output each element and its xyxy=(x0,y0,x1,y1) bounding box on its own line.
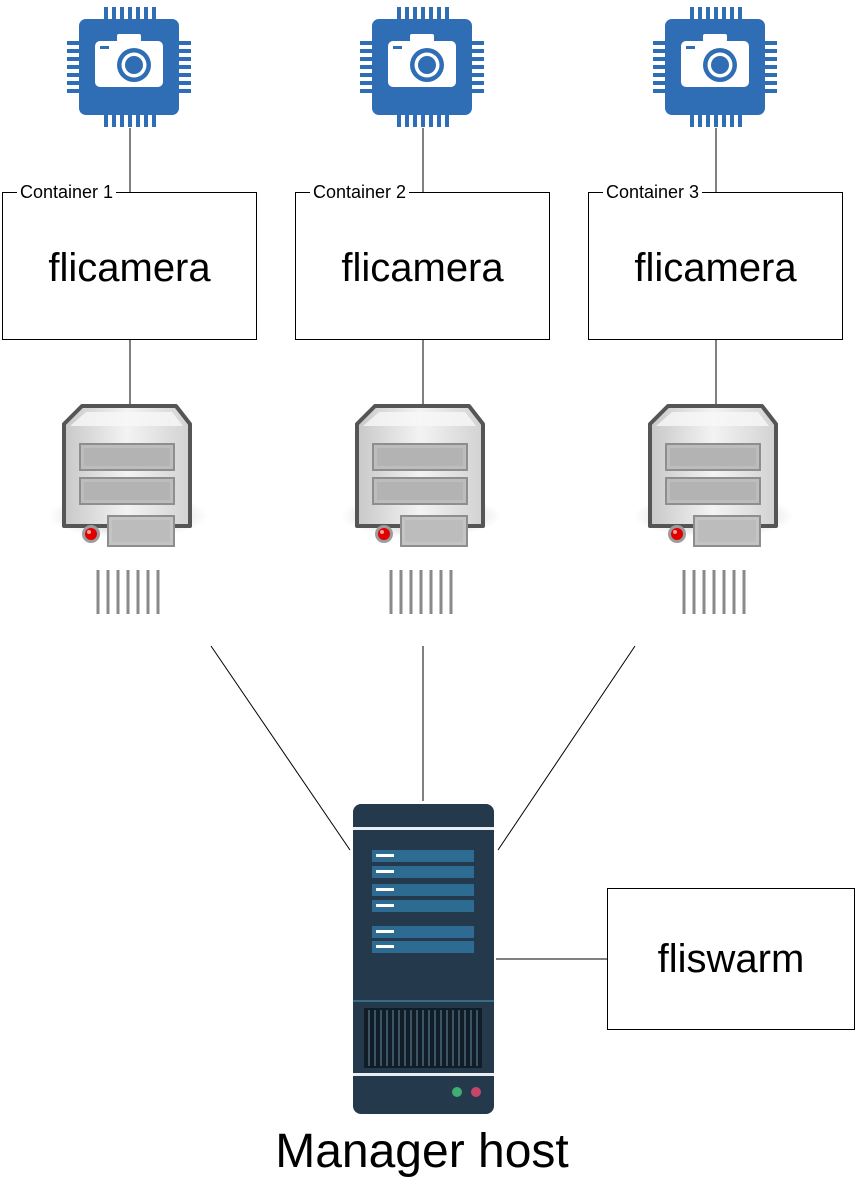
container-tag: Container 2 xyxy=(310,181,410,203)
fliswarm-box: fliswarm xyxy=(607,888,855,1030)
container-box-2: Container 2 flicamera xyxy=(295,181,550,340)
connector-node-3-manager xyxy=(497,645,636,851)
camera-chip-icon xyxy=(653,7,777,127)
connector-node-1-manager xyxy=(210,645,351,851)
container-box-1: Container 1 flicamera xyxy=(2,181,257,340)
server-tower-icon xyxy=(46,404,210,616)
manager-service-name: fliswarm xyxy=(657,937,805,981)
container-box-3: Container 3 flicamera xyxy=(588,181,843,340)
server-tower-icon xyxy=(632,404,796,616)
manager-host-label: Manager host xyxy=(275,1125,569,1178)
camera-chip-icon xyxy=(360,7,484,127)
server-tower-icon xyxy=(339,404,503,616)
container-service-name: flicamera xyxy=(48,246,211,290)
camera-chip-icon xyxy=(67,7,191,127)
container-service-name: flicamera xyxy=(341,246,504,290)
rack-server-icon xyxy=(353,804,494,1114)
container-tag: Container 3 xyxy=(603,181,703,203)
container-service-name: flicamera xyxy=(634,246,797,290)
container-tag: Container 1 xyxy=(17,181,117,203)
status-led-red xyxy=(471,1087,481,1097)
status-led-green xyxy=(452,1087,462,1097)
